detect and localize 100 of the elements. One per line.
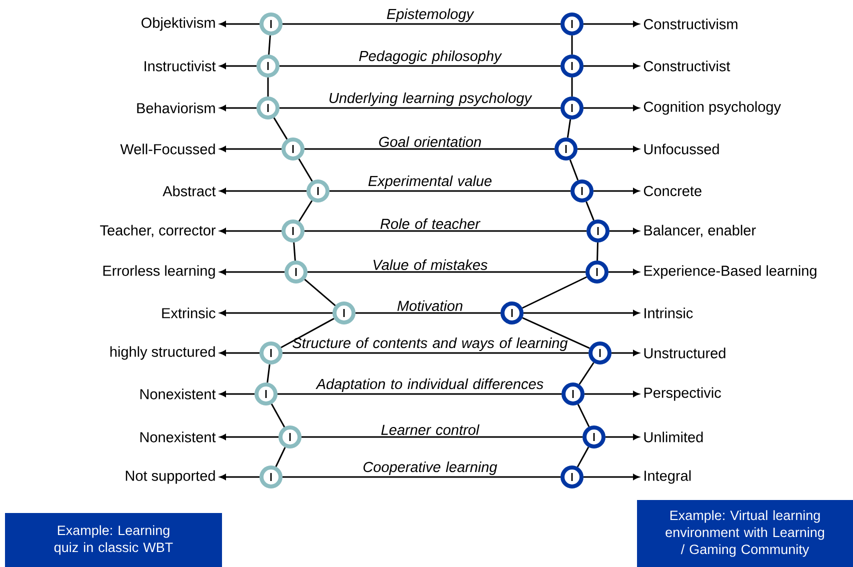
edge-label: Cooperative learning	[364, 462, 498, 475]
side-label: Abstract	[162, 186, 216, 196]
arrow	[220, 434, 278, 440]
profile-line	[571, 36, 573, 54]
circle-marker	[586, 260, 608, 284]
side-label: Experience-Based learning	[644, 265, 816, 279]
profile-line	[569, 159, 579, 181]
scale-line	[304, 148, 554, 150]
side-label: Objektivism	[142, 17, 215, 31]
example-box: Example: Virtual learning environment with Learning / Gaming Community	[637, 500, 853, 567]
side-label: Cognition psychology	[644, 101, 781, 115]
scale-line	[278, 393, 562, 395]
profile-line	[586, 201, 594, 221]
circle-marker	[560, 466, 584, 488]
profile-line	[298, 200, 313, 222]
arrow	[584, 391, 640, 397]
side-label: Nonexistent	[140, 388, 216, 400]
profile-line	[293, 242, 296, 261]
scale-line	[280, 65, 560, 67]
side-label: Not supported	[126, 470, 215, 484]
circle-marker	[562, 382, 584, 406]
arrow	[584, 63, 640, 69]
arrow	[578, 146, 640, 152]
side-label: Instructivist	[144, 60, 216, 72]
circle-marker	[254, 382, 278, 406]
circle-marker	[560, 54, 584, 78]
profile-line	[596, 242, 598, 261]
arrow	[612, 350, 640, 356]
circle-marker	[500, 302, 524, 324]
scale-line	[330, 190, 570, 192]
profile-line	[576, 446, 590, 468]
arrow	[220, 310, 332, 316]
side-label: Unstructured	[644, 348, 726, 358]
profile-line	[280, 318, 334, 348]
profile-line	[298, 158, 313, 182]
side-label: Perspectivic	[644, 387, 721, 401]
arrow	[220, 474, 260, 480]
side-label: Intrinsic	[644, 308, 693, 318]
edge-label: Underlying learning psychology	[330, 92, 532, 106]
arrow	[606, 434, 640, 440]
scale-line	[308, 271, 586, 273]
circle-marker	[570, 180, 594, 202]
edge-label: Structure of contents and ways of learning	[292, 337, 568, 351]
scale-line	[356, 312, 500, 314]
circle-marker	[284, 260, 308, 284]
side-label: Unfocussed	[644, 144, 719, 154]
profile-line	[566, 119, 572, 138]
edge-label: Role of teacher	[380, 218, 480, 229]
side-label: Teacher, corrector	[100, 224, 216, 238]
side-label: Balancer, enabler	[644, 224, 756, 238]
edge-label: Value of mistakes	[374, 259, 488, 270]
profile-line	[267, 78, 269, 96]
side-label: highly structured	[110, 346, 215, 360]
profile-line	[270, 404, 286, 428]
circle-marker	[560, 96, 584, 120]
profile-line	[577, 404, 590, 427]
side-label: Extrinsic	[162, 308, 216, 318]
scale-line	[302, 436, 582, 438]
circle-marker	[582, 426, 606, 448]
edge-label: Epistemology	[386, 8, 474, 22]
arrow	[220, 21, 260, 27]
arrow	[220, 63, 256, 69]
edge-label: Learner control	[381, 424, 480, 435]
arrow	[584, 474, 640, 480]
profile-line	[273, 117, 288, 140]
profile-line	[578, 362, 594, 385]
scale-line	[282, 352, 588, 354]
side-label: Well-Focussed	[120, 144, 215, 154]
scale-line	[282, 476, 560, 478]
circle-marker	[282, 220, 304, 242]
profile-line	[571, 78, 573, 96]
scale-line	[280, 107, 560, 109]
circle-marker	[282, 138, 304, 160]
circle-marker	[256, 54, 280, 78]
circle-marker	[260, 466, 282, 488]
scale-line	[304, 230, 586, 232]
arrow	[584, 105, 640, 111]
edge-label: Motivation	[397, 300, 462, 311]
arrow	[220, 269, 284, 275]
arrow	[220, 391, 254, 397]
circle-marker	[588, 342, 612, 364]
side-label: Errorless learning	[103, 265, 215, 279]
side-label: Nonexistent	[140, 432, 216, 442]
profile-line	[522, 276, 587, 309]
edge-label: Pedagogic philosophy	[359, 50, 502, 64]
arrow	[220, 228, 282, 234]
arrow	[220, 146, 282, 152]
circle-marker	[260, 12, 282, 36]
arrow	[220, 105, 256, 111]
circle-marker	[260, 342, 282, 364]
circle-marker	[554, 138, 578, 160]
circle-marker	[586, 220, 610, 242]
side-label: Behaviorism	[137, 102, 215, 114]
side-label: Constructivist	[644, 60, 730, 72]
arrow	[594, 188, 640, 194]
side-label: Integral	[644, 470, 691, 484]
edge-label: Adaptation to individual differences	[316, 378, 544, 392]
edge-label: Goal orientation	[379, 136, 481, 147]
arrow	[610, 228, 640, 234]
profile-line	[522, 317, 590, 349]
